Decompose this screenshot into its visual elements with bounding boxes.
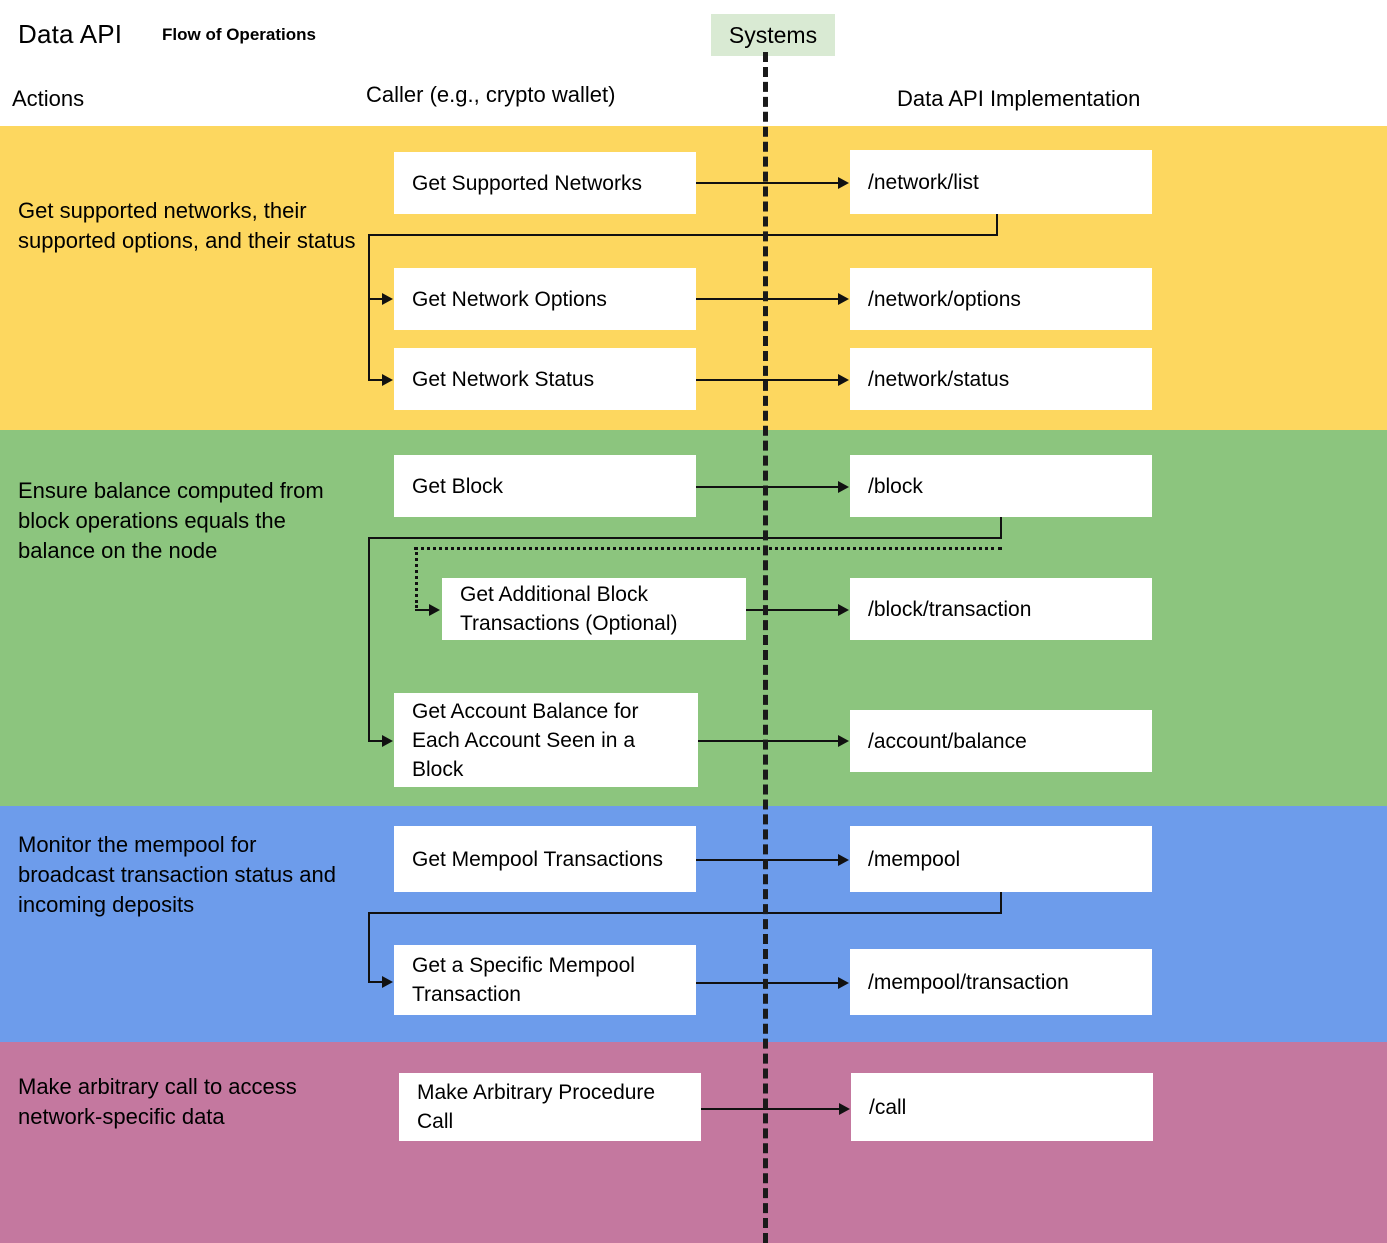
- node-get-block[interactable]: Get Block: [394, 455, 696, 517]
- node-mempool-transaction[interactable]: /mempool/transaction: [850, 949, 1152, 1015]
- column-header-actions: Actions: [12, 86, 85, 111]
- arrowhead-network-status: [838, 374, 849, 386]
- swimlane-divider: [763, 52, 768, 1243]
- node-network-options[interactable]: /network/options: [850, 268, 1152, 330]
- feedback-mempool-trunk-down: [368, 912, 370, 982]
- page-subtitle: Flow of Operations: [162, 25, 316, 44]
- band-description: Monitor the mempool for broadcast transa…: [18, 832, 336, 917]
- feedback-branch-to-specific-mempool: [368, 981, 384, 983]
- node-network-status[interactable]: /network/status: [850, 348, 1152, 410]
- arrowhead-mempool-transaction: [838, 977, 849, 989]
- optional-feedback-vertical: [415, 547, 418, 608]
- node-get-specific-mempool-transaction[interactable]: Get a Specific Mempool Transaction: [394, 945, 696, 1015]
- node-block-transaction[interactable]: /block/transaction: [850, 578, 1152, 640]
- arrowhead-call: [839, 1103, 850, 1115]
- arrowhead-get-specific-mempool-transaction: [382, 976, 393, 988]
- arrowhead-block-transaction: [838, 604, 849, 616]
- band-description: Make arbitrary call to access network-sp…: [18, 1074, 297, 1129]
- feedback-branch-to-account-balance: [368, 740, 384, 742]
- arrowhead-network-options: [838, 293, 849, 305]
- arrowhead-get-network-options: [382, 293, 393, 305]
- node-make-arbitrary-procedure-call[interactable]: Make Arbitrary Procedure Call: [399, 1073, 701, 1141]
- band-description: Ensure balance computed from block opera…: [18, 478, 324, 563]
- optional-feedback-branch: [415, 609, 431, 611]
- connector-call: [701, 1108, 839, 1110]
- node-mempool[interactable]: /mempool: [850, 826, 1152, 892]
- feedback-network-list-down: [996, 214, 998, 236]
- arrowhead-get-account-balance: [382, 735, 393, 747]
- feedback-trunk-down: [368, 234, 370, 379]
- feedback-block-left: [368, 537, 1002, 539]
- arrowhead-block: [838, 481, 849, 493]
- node-get-account-balance[interactable]: Get Account Balance for Each Account See…: [394, 693, 698, 787]
- arrowhead-mempool: [838, 854, 849, 866]
- page-title: Data API: [18, 19, 123, 49]
- connector-account-balance: [698, 740, 838, 742]
- optional-feedback-horizontal: [414, 547, 1002, 550]
- feedback-branch-to-status: [368, 379, 384, 381]
- node-network-list[interactable]: /network/list: [850, 150, 1152, 214]
- band-description: Get supported networks, their supported …: [18, 198, 356, 253]
- feedback-branch-to-options: [368, 298, 384, 300]
- feedback-mempool-left: [368, 912, 1002, 914]
- arrowhead-network-list: [838, 177, 849, 189]
- node-get-supported-networks[interactable]: Get Supported Networks: [394, 152, 696, 214]
- systems-chip: Systems: [711, 14, 835, 56]
- feedback-mempool-down: [1000, 892, 1002, 914]
- arrowhead-get-additional-block-transactions: [429, 604, 440, 616]
- arrowhead-get-network-status: [382, 374, 393, 386]
- node-get-additional-block-transactions[interactable]: Get Additional Block Transactions (Optio…: [442, 578, 746, 640]
- feedback-network-list-left: [368, 234, 998, 236]
- connector-block-transaction: [746, 609, 838, 611]
- node-get-network-status[interactable]: Get Network Status: [394, 348, 696, 410]
- arrowhead-account-balance: [838, 735, 849, 747]
- feedback-block-down: [1000, 517, 1002, 539]
- node-block[interactable]: /block: [850, 455, 1152, 517]
- node-get-mempool-transactions[interactable]: Get Mempool Transactions: [394, 826, 696, 892]
- node-account-balance[interactable]: /account/balance: [850, 710, 1152, 772]
- node-get-network-options[interactable]: Get Network Options: [394, 268, 696, 330]
- column-header-caller: Caller (e.g., crypto wallet): [366, 82, 616, 107]
- node-call[interactable]: /call: [851, 1073, 1153, 1141]
- feedback-block-trunk-down: [368, 537, 370, 741]
- column-header-implementation: Data API Implementation: [897, 86, 1141, 111]
